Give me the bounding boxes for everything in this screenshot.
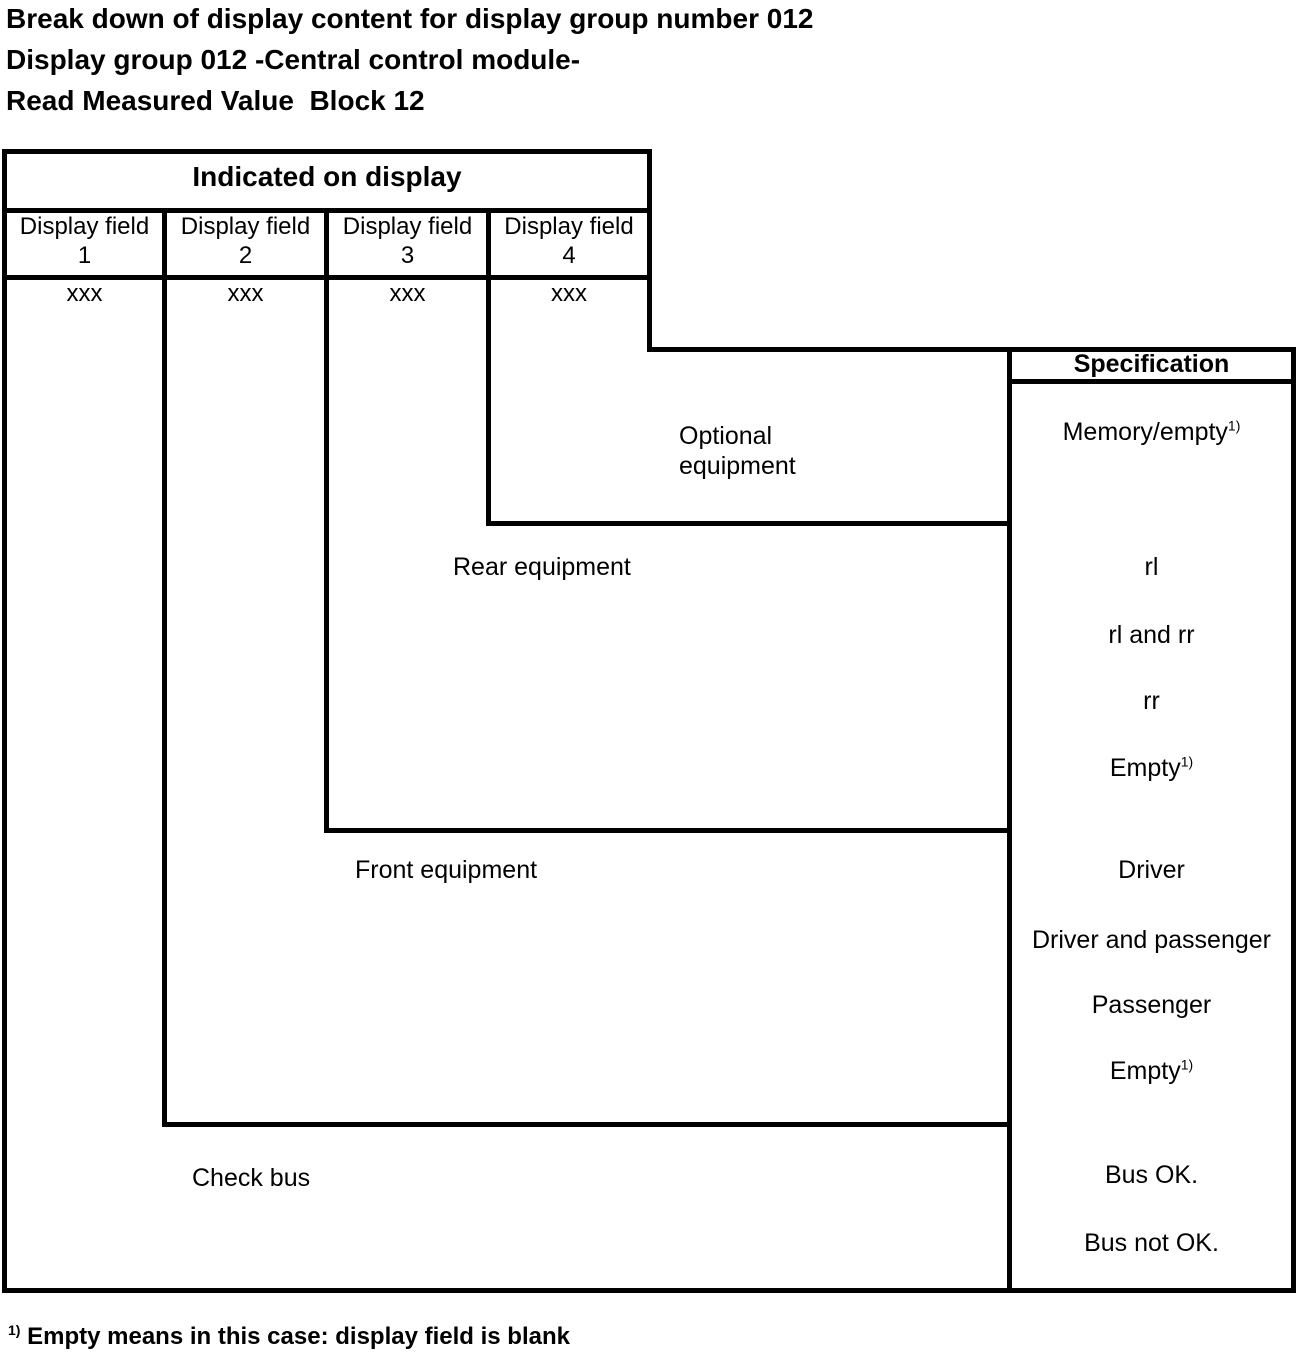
footnote: 1) Empty means in this case: display fie…	[8, 1322, 570, 1352]
spec-text: Empty	[1109, 754, 1181, 782]
specification-header-underline	[1007, 379, 1296, 384]
specification-left-border-line	[1007, 347, 1012, 1293]
spec-value-front-empty: Empty1)	[1012, 1056, 1291, 1086]
spec-value-memory-empty: Memory/empty1)	[1012, 417, 1291, 447]
footnote-marker: 1)	[1227, 417, 1241, 434]
outer-right-border-line	[1291, 347, 1296, 1293]
column-header-3: Display field 3	[329, 212, 486, 270]
column-header-4: Display field 4	[491, 212, 647, 270]
column-header-3-number: 3	[400, 242, 415, 269]
column-header-1-number: 1	[77, 242, 92, 269]
spec-value-rr: rr	[1012, 686, 1291, 716]
page-title-line-2: Display group 012 -Central control modul…	[6, 44, 581, 75]
table-left-border-line	[2, 149, 7, 1293]
column-header-3-label: Display field	[342, 213, 473, 240]
spec-value-passenger: Passenger	[1012, 990, 1291, 1020]
column-value-1: xxx	[66, 280, 103, 307]
spec-text: Bus not OK.	[1084, 1229, 1219, 1257]
spec-text: rl and rr	[1108, 621, 1195, 649]
spec-value-bus-ok: Bus OK.	[1012, 1160, 1291, 1190]
row-label-check-bus: Check bus	[192, 1164, 311, 1192]
footnote-marker: 1)	[1180, 1056, 1194, 1073]
optional-row-bottom-line	[486, 521, 1012, 526]
spec-text: Driver	[1118, 856, 1185, 884]
specification-header: Specification	[1073, 350, 1230, 378]
spec-text: rl	[1144, 553, 1159, 581]
footnote-text: Empty means in this case: display field …	[27, 1323, 570, 1350]
footnote-marker: 1)	[8, 1322, 21, 1338]
row-label-front-equipment: Front equipment	[355, 856, 538, 884]
spec-text: Empty	[1109, 1057, 1181, 1085]
column-header-4-number: 4	[562, 242, 576, 269]
column-header-4-label: Display field	[504, 213, 634, 240]
page-title-line-3: Read Measured Value Block 12	[6, 85, 425, 116]
spec-value-rl-and-rr: rl and rr	[1012, 620, 1291, 650]
table-right-border-line	[647, 149, 652, 352]
row-label-rear-equipment: Rear equipment	[453, 553, 631, 581]
page-title-line-1: Break down of display content for displa…	[6, 3, 814, 34]
spec-text: Driver and passenger	[1031, 926, 1271, 954]
specification-top-line	[647, 347, 1296, 352]
front-row-bottom-line	[162, 1122, 1012, 1127]
spec-text: Bus OK.	[1104, 1161, 1199, 1189]
spec-text: Memory/empty	[1062, 418, 1228, 446]
column-header-2: Display field 2	[167, 212, 324, 270]
column-divider-3-4-line	[486, 208, 491, 526]
spec-value-bus-not-ok: Bus not OK.	[1012, 1228, 1291, 1258]
rear-row-bottom-line	[324, 828, 1012, 833]
row-label-optional-equipment: Optional equipment	[679, 422, 796, 480]
column-value-3: xxx	[389, 280, 426, 307]
spec-value-driver-and-passenger: Driver and passenger	[1012, 925, 1291, 955]
column-value-4: xxx	[551, 280, 587, 307]
table-header: Indicated on display	[192, 161, 462, 192]
spec-text: Passenger	[1091, 991, 1212, 1019]
footnote-marker: 1)	[1180, 753, 1194, 770]
spec-text: rr	[1143, 687, 1160, 715]
column-header-1: Display field 1	[7, 212, 162, 270]
column-header-1-label: Display field	[19, 213, 150, 240]
outer-bottom-border-line	[2, 1288, 1296, 1293]
table-top-border-line	[2, 149, 651, 154]
column-divider-1-2-line	[162, 208, 167, 1127]
spec-value-rear-empty: Empty1)	[1012, 753, 1291, 783]
spec-value-driver: Driver	[1012, 855, 1291, 885]
column-divider-2-3-line	[324, 208, 329, 833]
column-header-2-number: 2	[238, 242, 253, 269]
column-header-2-label: Display field	[180, 213, 311, 240]
column-value-2: xxx	[227, 280, 264, 307]
spec-value-rl: rl	[1012, 552, 1291, 582]
